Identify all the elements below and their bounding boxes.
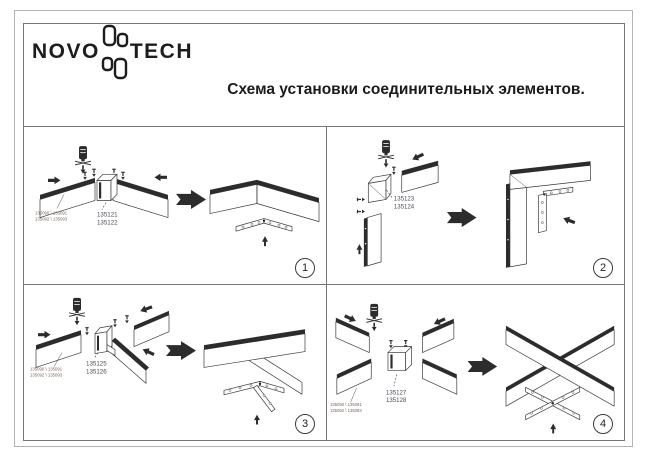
leader-line bbox=[350, 388, 357, 403]
screw-icon bbox=[85, 327, 89, 336]
panel-number-badge: 3 bbox=[295, 414, 315, 434]
panel-grid: 135121 135122 135090 \ 135091 135092 \ 1… bbox=[24, 126, 624, 440]
connector-code-label: 135122 bbox=[97, 220, 118, 227]
push-arrow-icon bbox=[154, 173, 167, 182]
track-code-label: 135090 \ 135091 bbox=[35, 211, 68, 216]
t-connector bbox=[94, 325, 116, 356]
up-arrow-icon bbox=[356, 244, 363, 255]
outer-frame: NOVO TECH Схема установки соединительных… bbox=[14, 10, 633, 447]
logo-text-tech: TECH bbox=[129, 40, 194, 63]
push-arrow-icon bbox=[138, 303, 154, 315]
panel-number-badge: 2 bbox=[593, 258, 613, 278]
logo-text-novo: NOVO bbox=[32, 40, 100, 63]
screw-icon bbox=[125, 315, 129, 324]
track-nw bbox=[335, 317, 370, 353]
push-arrow-icon bbox=[410, 150, 425, 163]
up-arrow-icon bbox=[254, 414, 260, 425]
connector-code-label: 135125 bbox=[86, 360, 107, 367]
track-sw bbox=[336, 358, 372, 395]
screw-icon bbox=[389, 340, 393, 349]
connector-code-label: 135126 bbox=[86, 368, 107, 375]
track-right bbox=[112, 177, 169, 218]
corner-connector bbox=[96, 173, 118, 201]
x-connector-plate bbox=[525, 386, 581, 420]
up-arrow-icon bbox=[550, 423, 557, 434]
track-ne bbox=[422, 318, 455, 353]
l-connector-plate bbox=[538, 187, 574, 234]
push-arrow-icon bbox=[141, 345, 156, 358]
track-right bbox=[133, 310, 170, 347]
screw-icon bbox=[356, 209, 365, 214]
step-arrow-icon bbox=[176, 189, 206, 210]
connector-code-label: 135123 bbox=[394, 195, 415, 202]
corner-connector bbox=[367, 173, 392, 203]
track-left bbox=[39, 177, 96, 218]
assembled-view bbox=[203, 329, 306, 425]
leader-line bbox=[93, 352, 99, 359]
track-se bbox=[422, 358, 458, 395]
assembled-view bbox=[209, 179, 320, 247]
panel-corner-vertical: 135123 135124 bbox=[327, 127, 624, 285]
panel-1-illustration: 135121 135122 135090 \ 135091 135092 \ 1… bbox=[35, 145, 320, 247]
page-title: Схема установки соединительных элементов… bbox=[227, 81, 585, 98]
novotech-logo: NOVO TECH bbox=[32, 24, 193, 80]
exploded-view: 135127 135128 135090 \ 135091 135092 \ 1… bbox=[330, 303, 458, 413]
x-connector bbox=[387, 346, 412, 371]
logo-emblem-icon bbox=[101, 24, 129, 80]
screw-icon bbox=[83, 171, 87, 180]
leader-line bbox=[385, 189, 393, 198]
assembled-view bbox=[505, 325, 615, 434]
push-arrow-icon bbox=[38, 330, 51, 339]
step-arrow-icon bbox=[467, 357, 498, 376]
panel-number-badge: 1 bbox=[295, 258, 315, 278]
up-arrow-icon bbox=[262, 236, 268, 247]
leader-line bbox=[53, 352, 63, 367]
panel-2-illustration: 135123 135124 bbox=[356, 139, 591, 268]
step-arrow-icon bbox=[166, 341, 196, 361]
track-code-label: 135090 \ 135091 bbox=[330, 402, 362, 407]
screwdriver-icon bbox=[365, 303, 383, 332]
screw-icon bbox=[113, 319, 117, 328]
track-code-label: 135092 \ 135093 bbox=[330, 408, 362, 413]
leader-line bbox=[101, 202, 107, 210]
connector-code-label: 135121 bbox=[97, 212, 118, 219]
header: NOVO TECH Схема установки соединительных… bbox=[24, 24, 624, 126]
connector-code-label: 135127 bbox=[386, 389, 407, 396]
push-arrow-icon bbox=[48, 176, 61, 185]
track-vertical bbox=[363, 213, 382, 267]
l-connector-plate bbox=[235, 218, 293, 232]
push-arrow-icon bbox=[561, 214, 577, 227]
panel-t-connector: 135125 135126 135090 \ 135091 135092 \ 1… bbox=[24, 285, 327, 440]
screw-icon bbox=[392, 166, 396, 175]
track-branch bbox=[111, 337, 149, 384]
connector-code-label: 135124 bbox=[394, 203, 415, 210]
leader-line bbox=[393, 374, 398, 387]
track-left bbox=[35, 330, 82, 368]
screw-icon bbox=[356, 197, 365, 202]
screwdriver-icon bbox=[377, 139, 395, 169]
t-connector-plate bbox=[223, 381, 285, 413]
panel-4-illustration: 135127 135128 135090 \ 135091 135092 \ 1… bbox=[330, 303, 615, 434]
track-horizontal bbox=[401, 160, 439, 193]
screw-icon bbox=[121, 171, 125, 180]
inner-frame: NOVO TECH Схема установки соединительных… bbox=[23, 23, 625, 441]
track-code-label: 135090 \ 135091 bbox=[30, 366, 63, 371]
panel-number-badge: 4 bbox=[593, 414, 613, 434]
exploded-view: 135123 135124 bbox=[356, 139, 439, 267]
screw-icon bbox=[92, 168, 96, 177]
panel-x-connector: 135127 135128 135090 \ 135091 135092 \ 1… bbox=[327, 285, 624, 440]
screwdriver-icon bbox=[68, 297, 86, 326]
exploded-view: 135125 135126 135090 \ 135091 135092 \ 1… bbox=[30, 297, 170, 384]
exploded-view: 135121 135122 135090 \ 135091 135092 \ 1… bbox=[35, 145, 169, 227]
track-code-label: 135092 \ 135093 bbox=[35, 217, 68, 222]
step-arrow-icon bbox=[446, 208, 477, 228]
screwdriver-icon bbox=[74, 145, 92, 175]
assembled-view bbox=[505, 161, 591, 268]
panel-3-illustration: 135125 135126 135090 \ 135091 135092 \ 1… bbox=[30, 297, 306, 425]
panel-corner-horizontal: 135121 135122 135090 \ 135091 135092 \ 1… bbox=[24, 127, 327, 285]
connector-code-label: 135128 bbox=[386, 397, 407, 404]
leader-line bbox=[56, 194, 65, 209]
track-code-label: 135092 \ 135093 bbox=[30, 372, 63, 377]
